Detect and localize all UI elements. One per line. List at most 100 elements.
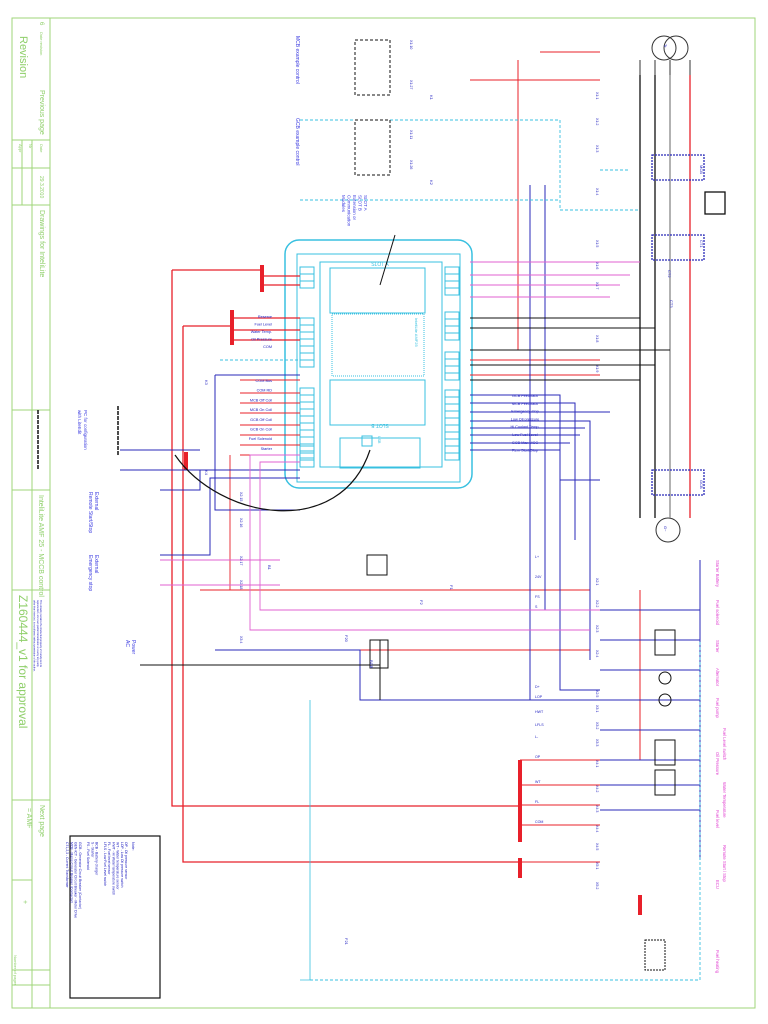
terminal-label: X1:10 <box>409 40 413 49</box>
input-label: Rem Start/Stop <box>512 449 538 453</box>
note-line: HWT - Hi Water temperature switch <box>111 842 115 895</box>
component-label: F2 <box>419 600 424 605</box>
terminal-screw <box>299 436 315 445</box>
terminal-screw <box>444 273 460 282</box>
terminal-label: X2:18 <box>239 580 243 589</box>
power-bus <box>639 75 726 518</box>
terminal-label: X2:1 <box>595 578 599 585</box>
component-label: G~ <box>663 526 668 532</box>
output-label: MCB On Coil <box>250 408 272 412</box>
date-value: 29.3.2010 <box>38 176 44 198</box>
drawing-number: Z160444_v1 for approval <box>16 595 30 728</box>
terminal-label: X1:3 <box>595 145 599 152</box>
terminal-screw <box>444 396 460 405</box>
input-label: GCB Max MCC <box>512 441 538 445</box>
terminal-screw <box>444 266 460 275</box>
appr-label: Appr <box>18 144 23 153</box>
component-label: F21 <box>344 938 349 946</box>
terminal-screw <box>444 332 460 341</box>
terminal-screw <box>444 325 460 334</box>
component-label: K1 <box>429 95 434 101</box>
wire-label: L- <box>535 735 539 739</box>
terminal-label: X1:7 <box>595 282 599 289</box>
terminal-screw <box>444 311 460 320</box>
sheet-number: 6 <box>38 22 44 26</box>
power-supply-icon <box>369 639 389 669</box>
component-label: K4 <box>204 470 209 476</box>
terminal-screw <box>299 408 315 417</box>
output-label: MCB Off Coil <box>250 398 272 402</box>
power-ac-label: AC <box>124 640 130 647</box>
wire-label: L+ <box>535 555 539 559</box>
generator-icon <box>655 517 681 543</box>
terminal-label: X2:3 <box>595 625 599 632</box>
terminal-screw <box>444 410 460 419</box>
input-label: Emergency stop <box>511 410 538 414</box>
terminal-screw <box>444 358 460 367</box>
revision-label: Revision <box>17 36 29 78</box>
title-block <box>11 17 756 1009</box>
pc-label: with LiteEdit <box>77 410 82 435</box>
engine-label-2: Starter <box>715 640 720 653</box>
analog-input-label: Fuel Level <box>254 323 272 327</box>
terminal-screw <box>444 280 460 289</box>
terminal-screw <box>299 317 315 326</box>
date-revision-label: Date revision <box>39 32 44 55</box>
terminal-screw <box>444 438 460 447</box>
terminal-screw <box>444 351 460 360</box>
note-line: WT - Water temperature sensor <box>116 842 120 890</box>
analog-input-label: Oil Pressure <box>251 338 272 342</box>
note-line: S - Starter <box>90 842 94 858</box>
terminal-screw <box>299 345 315 354</box>
terminal-label: X3:2 <box>595 722 599 729</box>
wire-label: OP <box>535 755 541 759</box>
terminal-screw <box>299 401 315 410</box>
input-label: GCB Feedback <box>512 394 538 398</box>
component-label: GCB <box>699 480 704 489</box>
terminal-screw <box>299 359 315 368</box>
wire-label: LFLS <box>535 723 544 727</box>
engine-label-8: Fuel level <box>715 810 720 828</box>
output-label: Starter <box>261 447 273 451</box>
component-label: BCB <box>369 660 374 669</box>
terminal-label: X1:9 <box>595 365 599 372</box>
emergency-stop-label: External <box>93 555 99 573</box>
input-label: Low Oil pressure <box>511 417 540 421</box>
usb-port[interactable] <box>361 435 373 447</box>
terminal-label: X2:16 <box>239 518 243 527</box>
analog-input-label: Reserve <box>258 315 272 319</box>
modules-label: Extension or <box>352 195 357 221</box>
terminal-screw <box>299 352 315 361</box>
notes-title: Note: <box>131 842 135 851</box>
terminal-screw <box>299 422 315 431</box>
power-ac-label: Power <box>130 640 136 655</box>
display <box>331 313 425 377</box>
wire-label: S <box>535 605 538 609</box>
mcb-control-label: MCB example control <box>294 36 300 84</box>
usb-label: USB <box>377 436 381 444</box>
terminal-screw <box>299 459 315 468</box>
wire-label: D+ <box>535 685 540 689</box>
terminal-label: X5:1 <box>595 862 599 869</box>
slot-a <box>329 267 426 314</box>
mains-transformer-icon <box>639 35 691 75</box>
modules-label: Communication <box>347 195 352 227</box>
note-line: MCB - Mains Circuit Breaker (Contactor) <box>69 842 73 903</box>
note-line: FL - Fuel level sensor <box>107 842 111 875</box>
terminal-screw <box>444 417 460 426</box>
engine-label-3: Alternator <box>715 668 720 687</box>
note-line: GCB - Generator Circuit Breaker (Contact… <box>78 842 82 909</box>
terminal-label: X1:5 <box>595 240 599 247</box>
component-label: MCB <box>699 165 704 174</box>
engine-label-7: Water Temperature <box>722 782 727 818</box>
disclaimer: reproduction, and even partial transmiss… <box>36 600 39 668</box>
input-label: Low Fuel Level <box>512 433 538 437</box>
component-label: F1 <box>449 585 454 590</box>
engine-label-6: Oil Pressure <box>715 752 720 776</box>
note-line: OP - Oil pressure sensor <box>124 842 128 880</box>
terminal-label: X3:3 <box>595 739 599 746</box>
remote-start-label: Remote Start/Stop <box>87 492 93 533</box>
terminal-label: X2:17 <box>239 556 243 565</box>
analog-input-label: COM <box>263 345 272 349</box>
